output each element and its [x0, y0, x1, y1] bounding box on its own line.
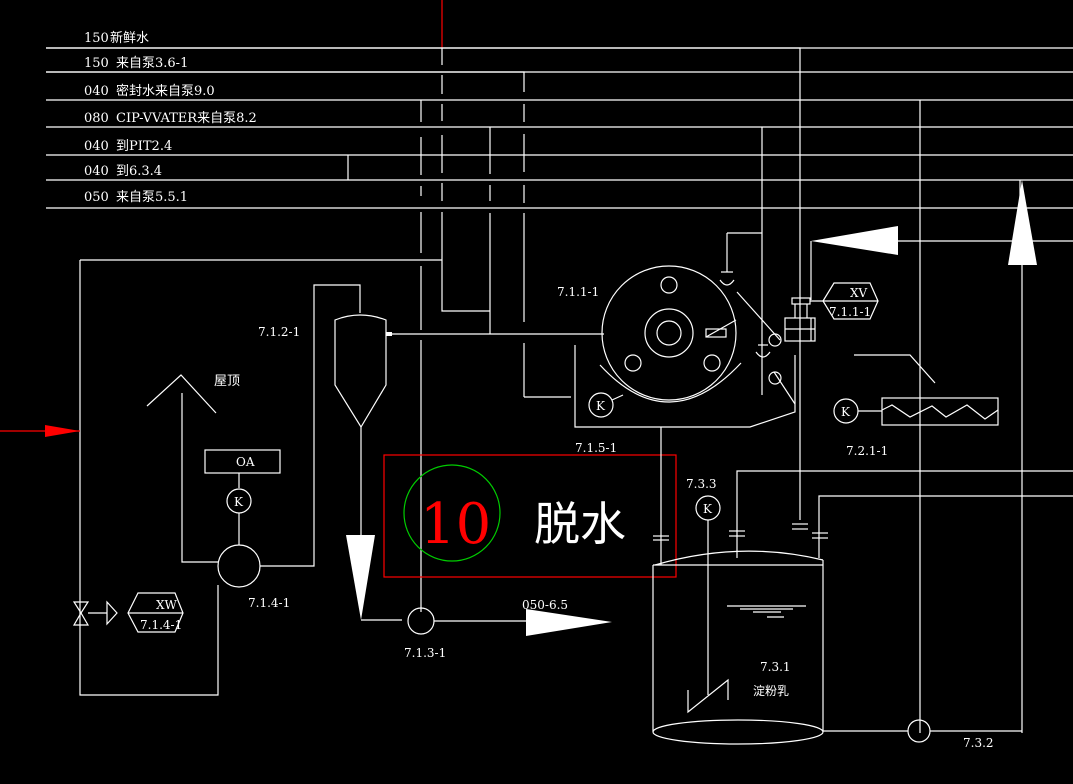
legend-size-3: 080 — [84, 111, 109, 126]
tank-id-label: 7.3.1 — [760, 660, 791, 674]
agitator-blade-icon — [687, 678, 729, 714]
legend-size-4: 040 — [84, 139, 109, 154]
pipe-tank-nozzle-1 — [736, 470, 1073, 558]
filter-motor-k-label: K — [596, 399, 606, 413]
agitator-k-label: K — [703, 502, 713, 516]
inlet-arrow — [0, 425, 80, 437]
legend-desc-2: 密封水来自泵9.0 — [116, 83, 215, 99]
trough-label: 7.1.5-1 — [575, 441, 617, 455]
agitator-label: 7.3.3 — [686, 477, 717, 491]
storage-tank-icon — [652, 550, 824, 745]
cyclone-icon — [334, 314, 387, 535]
legend-size-1: 150 — [84, 56, 109, 71]
section-title-box — [383, 454, 677, 578]
flow-arrow-right — [526, 609, 612, 636]
heater-element-icon — [881, 397, 999, 426]
legend-size-2: 040 — [84, 84, 109, 99]
pump-732-label: 7.3.2 — [963, 736, 994, 750]
section-number: 10 — [420, 492, 491, 557]
legend-desc-1: 来自泵3.6-1 — [116, 56, 188, 71]
filter-motor-link — [611, 394, 624, 401]
pipe-left-loop — [79, 260, 219, 696]
xv-valve-icon — [784, 297, 816, 342]
pipe-routing — [46, 47, 1021, 733]
filter-motor-k-icon — [588, 392, 614, 418]
legend-size-5: 040 — [84, 164, 109, 179]
pump-714-label: 7.1.4-1 — [248, 596, 290, 610]
motor-k-label: K — [234, 495, 244, 509]
pipe-pump-to-cyclone — [260, 284, 361, 567]
heater-label: 7.2.1-1 — [846, 444, 888, 458]
pipe-tank-nozzle-2 — [818, 495, 1073, 558]
oa-instrument-box — [204, 449, 281, 474]
legend-desc-5: 到6.3.4 — [116, 164, 162, 179]
xv-tag: XV — [850, 286, 868, 300]
heater-coil — [881, 404, 999, 420]
tank-name-label: 淀粉乳 — [753, 684, 789, 698]
legend-desc-4: 到PIT2.4 — [116, 139, 172, 154]
svg-text:150: 150 — [84, 31, 109, 46]
roof-vent-icon — [146, 374, 218, 563]
filter-label: 7.1.1-1 — [557, 285, 599, 299]
flow-arrow-up — [1008, 180, 1037, 265]
roof-label: 屋顶 — [214, 374, 240, 389]
vacuum-filter-icon — [574, 232, 796, 428]
legend-size-6: 050 — [84, 190, 109, 205]
pump-713-label: 7.1.3-1 — [404, 646, 446, 660]
oa-tag: OA — [236, 455, 255, 469]
pipe-seal-water — [46, 71, 525, 92]
pipe-branch — [441, 310, 490, 312]
pipe-nozzle — [386, 332, 392, 336]
pump-732-icon — [907, 719, 931, 743]
valve-icon — [72, 601, 90, 626]
heater-k-label: K — [841, 405, 851, 419]
xw-loop: 7.1.4-1 — [140, 618, 182, 632]
heater-leader — [854, 354, 936, 384]
legend-size-0: 150 — [84, 31, 109, 46]
pipe-legend: 150 新鲜水 150 来自泵3.6-1 040 密封水来自泵9.0 080 C… — [46, 30, 1073, 209]
section-number-circle — [403, 464, 501, 562]
xv-loop: 7.1.1-1 — [829, 305, 871, 319]
legend-desc-3: CIP-VVATER来自泵8.2 — [116, 111, 257, 126]
section-title: 脱水 — [534, 497, 626, 551]
pump-714-icon — [217, 544, 261, 588]
legend-desc-6: 来自泵5.5.1 — [116, 190, 188, 205]
legend-desc-0: 新鲜水 — [110, 30, 149, 46]
pipe-from-3.6-1 — [46, 47, 801, 520]
flow-arrow-down — [346, 535, 375, 620]
outlet-label: 050-6.5 — [522, 598, 568, 612]
cyclone-label: 7.1.2-1 — [258, 325, 300, 339]
flow-arrow-left — [811, 226, 898, 255]
actuator-icon — [106, 600, 118, 626]
xw-tag: XW — [156, 598, 178, 612]
